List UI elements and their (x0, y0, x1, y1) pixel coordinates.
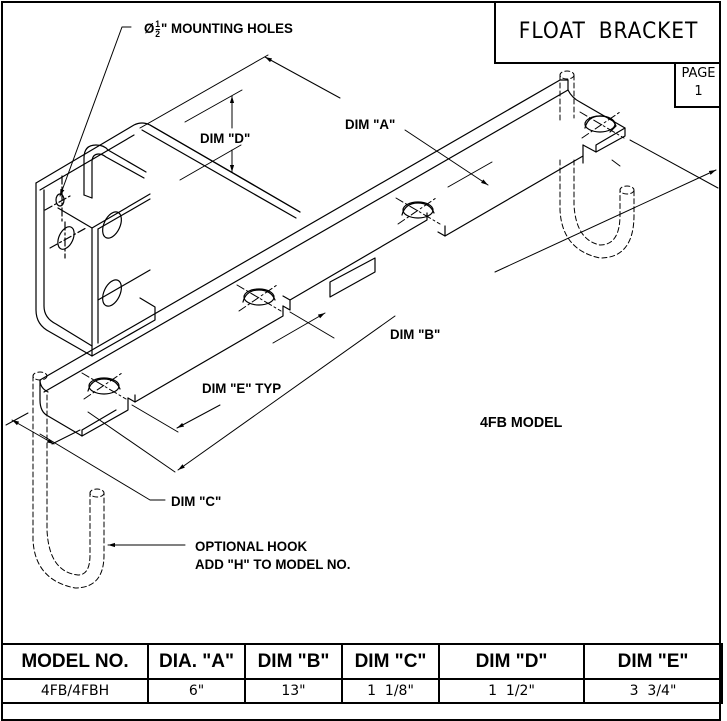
cell-model-no: 4FB/4FBH (1, 678, 149, 704)
header-dim-c: DIM "C" (341, 643, 440, 680)
page-block: PAGE 1 (674, 62, 721, 108)
mounting-channel (35, 122, 301, 357)
table-row: 4FB/4FBH 6" 13" 1 1/8" 1 1/2" 3 3/4" (1, 678, 723, 704)
model-label: 4FB MODEL (480, 414, 563, 431)
spec-table-header: MODEL NO. DIA. "A" DIM "B" DIM "C" DIM "… (1, 643, 723, 680)
cell-dim-c: 1 1/8" (341, 678, 440, 704)
title-block: FLOAT BRACKET (494, 1, 721, 64)
page-label: PAGE (681, 66, 716, 81)
dimension-lines (5, 26, 719, 548)
cell-dia-a: 6" (147, 678, 246, 704)
dim-e-label: DIM "E" TYP (202, 380, 282, 396)
header-model-no: MODEL NO. (1, 643, 149, 680)
mounting-holes-text: " MOUNTING HOLES (161, 20, 293, 37)
optional-hook-line1: OPTIONAL HOOK (195, 538, 308, 554)
diameter-symbol: Ø (144, 20, 155, 37)
cell-dim-e: 3 3/4" (583, 678, 723, 704)
dim-c-label: DIM "C" (171, 493, 222, 509)
header-dim-e: DIM "E" (583, 643, 723, 680)
page-number: 1 (694, 84, 703, 99)
spec-table-container: MODEL NO. DIA. "A" DIM "B" DIM "C" DIM "… (1, 643, 723, 704)
header-dim-b: DIM "B" (244, 643, 343, 680)
spec-table: MODEL NO. DIA. "A" DIM "B" DIM "C" DIM "… (1, 643, 723, 704)
cell-dim-d: 1 1/2" (438, 678, 585, 704)
float-bar (39, 79, 626, 437)
header-dim-d: DIM "D" (438, 643, 585, 680)
cell-dim-b: 13" (244, 678, 343, 704)
dim-d-label: DIM "D" (200, 130, 251, 146)
header-dia-a: DIA. "A" (147, 643, 246, 680)
dim-a-label: DIM "A" (345, 116, 396, 132)
isometric-bracket-drawing (5, 26, 719, 589)
optional-hook-line2: ADD "H" TO MODEL NO. (195, 556, 351, 572)
optional-hook (32, 70, 635, 589)
drawing-title: FLOAT BRACKET (518, 19, 699, 44)
dim-b-label: DIM "B" (390, 326, 441, 342)
